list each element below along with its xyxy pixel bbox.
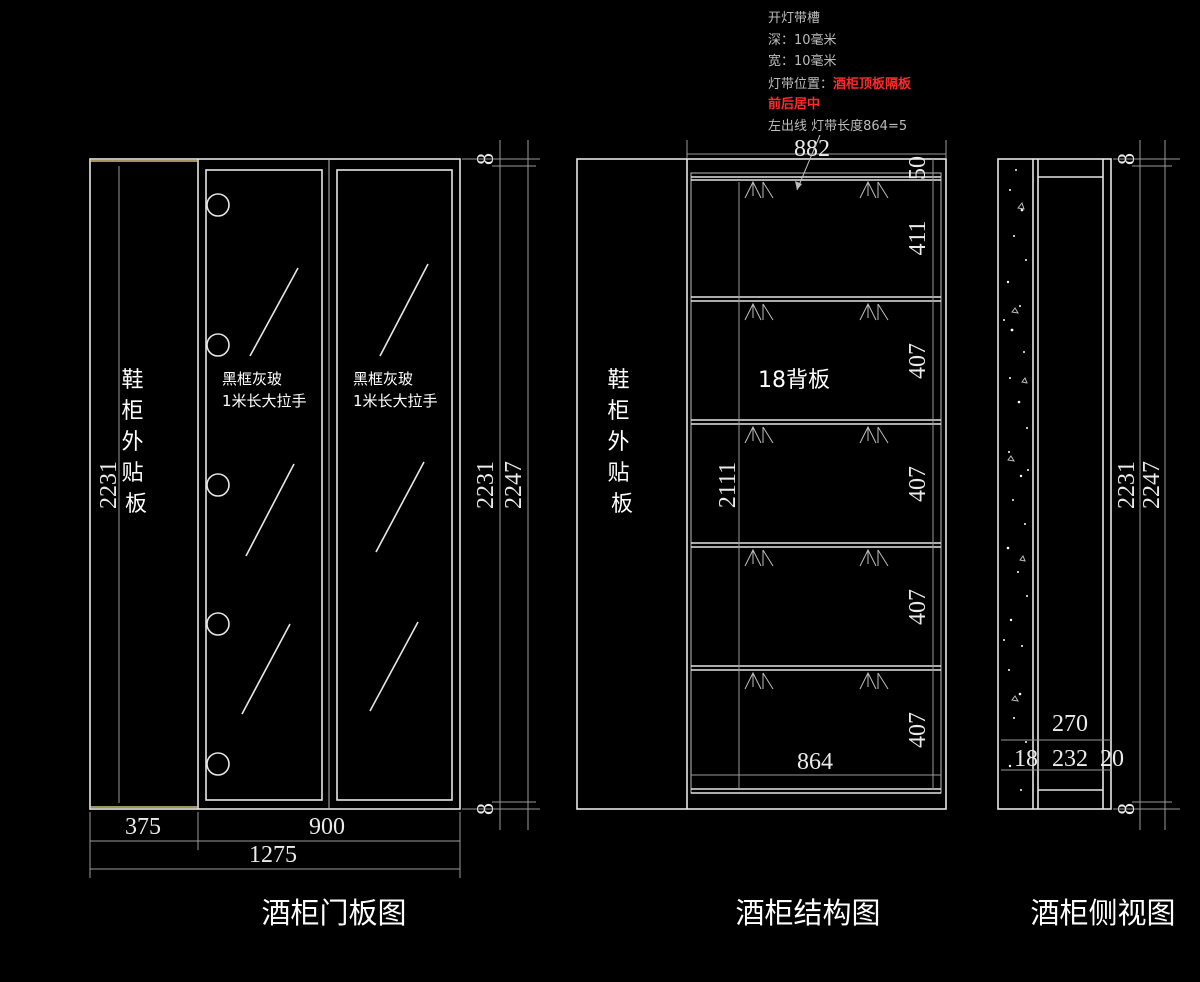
glass-door-left	[205, 169, 323, 801]
note-line-4: 灯带位置：酒柜顶板隔板	[768, 76, 912, 92]
dim-side-gap-top: 8	[1114, 153, 1140, 165]
dim-side-a: 18	[1014, 746, 1038, 772]
dim-lines-bottom	[89, 812, 461, 878]
dim-lines-right	[462, 140, 540, 830]
side-view: 270 18 232 20 8 8 2231 2247	[997, 140, 1180, 830]
dim-shelf-top: 50	[905, 156, 931, 180]
dim-gap-top: 8	[473, 153, 499, 165]
dim-shelf-4: 407	[905, 589, 931, 625]
shelves	[691, 176, 941, 794]
dim-struct-inner-width: 864	[797, 749, 833, 775]
dim-struct-width: 882	[794, 136, 830, 162]
dim-side-b: 232	[1052, 746, 1088, 772]
dim-lines-side-bottom	[1001, 739, 1111, 771]
glass-door-label-left-2: 1米长大拉手	[222, 392, 307, 410]
dim-door-height-inner: 2231	[96, 461, 122, 509]
speckle-triangles	[1007, 201, 1028, 702]
dim-lines-side-right	[1113, 140, 1180, 830]
note-line-2: 深：10毫米	[768, 32, 837, 48]
title-door-view: 酒柜门板图	[261, 896, 406, 930]
dim-door-width-right: 900	[309, 814, 345, 840]
note-line-1: 开灯带槽	[768, 11, 820, 26]
dim-struct-inner-height: 2111	[715, 462, 741, 508]
door-outer-frame	[89, 158, 461, 810]
glass-door-label-right-2: 1米长大拉手	[353, 392, 438, 410]
hinge-icon	[206, 193, 230, 217]
back-panel-label: 18背板	[758, 368, 830, 393]
note-line-3: 宽：10毫米	[768, 53, 837, 69]
hinge-icon	[206, 752, 230, 776]
dim-shelf-2: 407	[905, 343, 931, 379]
dim-door-height-inner-right: 2231	[473, 461, 499, 509]
dim-shelf-5: 407	[905, 712, 931, 748]
note-line-5: 前后居中	[768, 96, 820, 112]
dim-shelf-1: 411	[905, 220, 931, 255]
structure-outer-frame	[576, 158, 947, 810]
dim-side-gap-bottom: 8	[1114, 803, 1140, 815]
dim-side-width: 270	[1052, 711, 1088, 737]
glass-door-label-right-1: 黑框灰玻	[353, 370, 413, 388]
dim-door-width-total: 1275	[249, 842, 297, 868]
glass-door-right	[336, 169, 453, 801]
dim-lines-struct-top	[686, 140, 947, 158]
note-line-6: 左出线 灯带长度864=5	[768, 118, 907, 134]
dim-side-height-inner: 2231	[1114, 461, 1140, 509]
dim-shelf-3: 407	[905, 466, 931, 502]
title-side-view: 酒柜侧视图	[1030, 896, 1175, 930]
dim-side-c: 20	[1100, 746, 1124, 772]
dim-side-height-outer: 2247	[1139, 461, 1165, 509]
light-fixture-icons	[744, 180, 889, 690]
glass-door-label-left-1: 黑框灰玻	[222, 370, 282, 388]
glass-hatch	[241, 263, 429, 715]
shoe-panel-label: 鞋 柜 外 贴 板	[121, 368, 150, 517]
speckle-hatch	[1003, 169, 1029, 791]
title-structure-view: 酒柜结构图	[735, 896, 880, 930]
note-leader	[796, 134, 821, 191]
side-outer-frame	[997, 158, 1112, 810]
dim-door-height-outer: 2247	[501, 461, 527, 509]
hinge-icon	[206, 473, 230, 497]
dim-door-width-left: 375	[125, 814, 161, 840]
shoe-panel-label-structure: 鞋 柜 外 贴 板	[607, 368, 636, 517]
hinge-icon	[206, 612, 230, 636]
dim-gap-bottom: 8	[473, 803, 499, 815]
hinge-icon	[206, 333, 230, 357]
door-panel-view: 鞋 柜 外 贴 板 黑框灰玻 1米长大拉手 黑框灰玻 1米长大拉手 2231 3…	[89, 140, 540, 878]
structure-view: 鞋 柜 外 贴 板 18背板 2111 882 864 50 411 407 4…	[576, 11, 947, 810]
leader-arrow-icon	[795, 181, 802, 190]
